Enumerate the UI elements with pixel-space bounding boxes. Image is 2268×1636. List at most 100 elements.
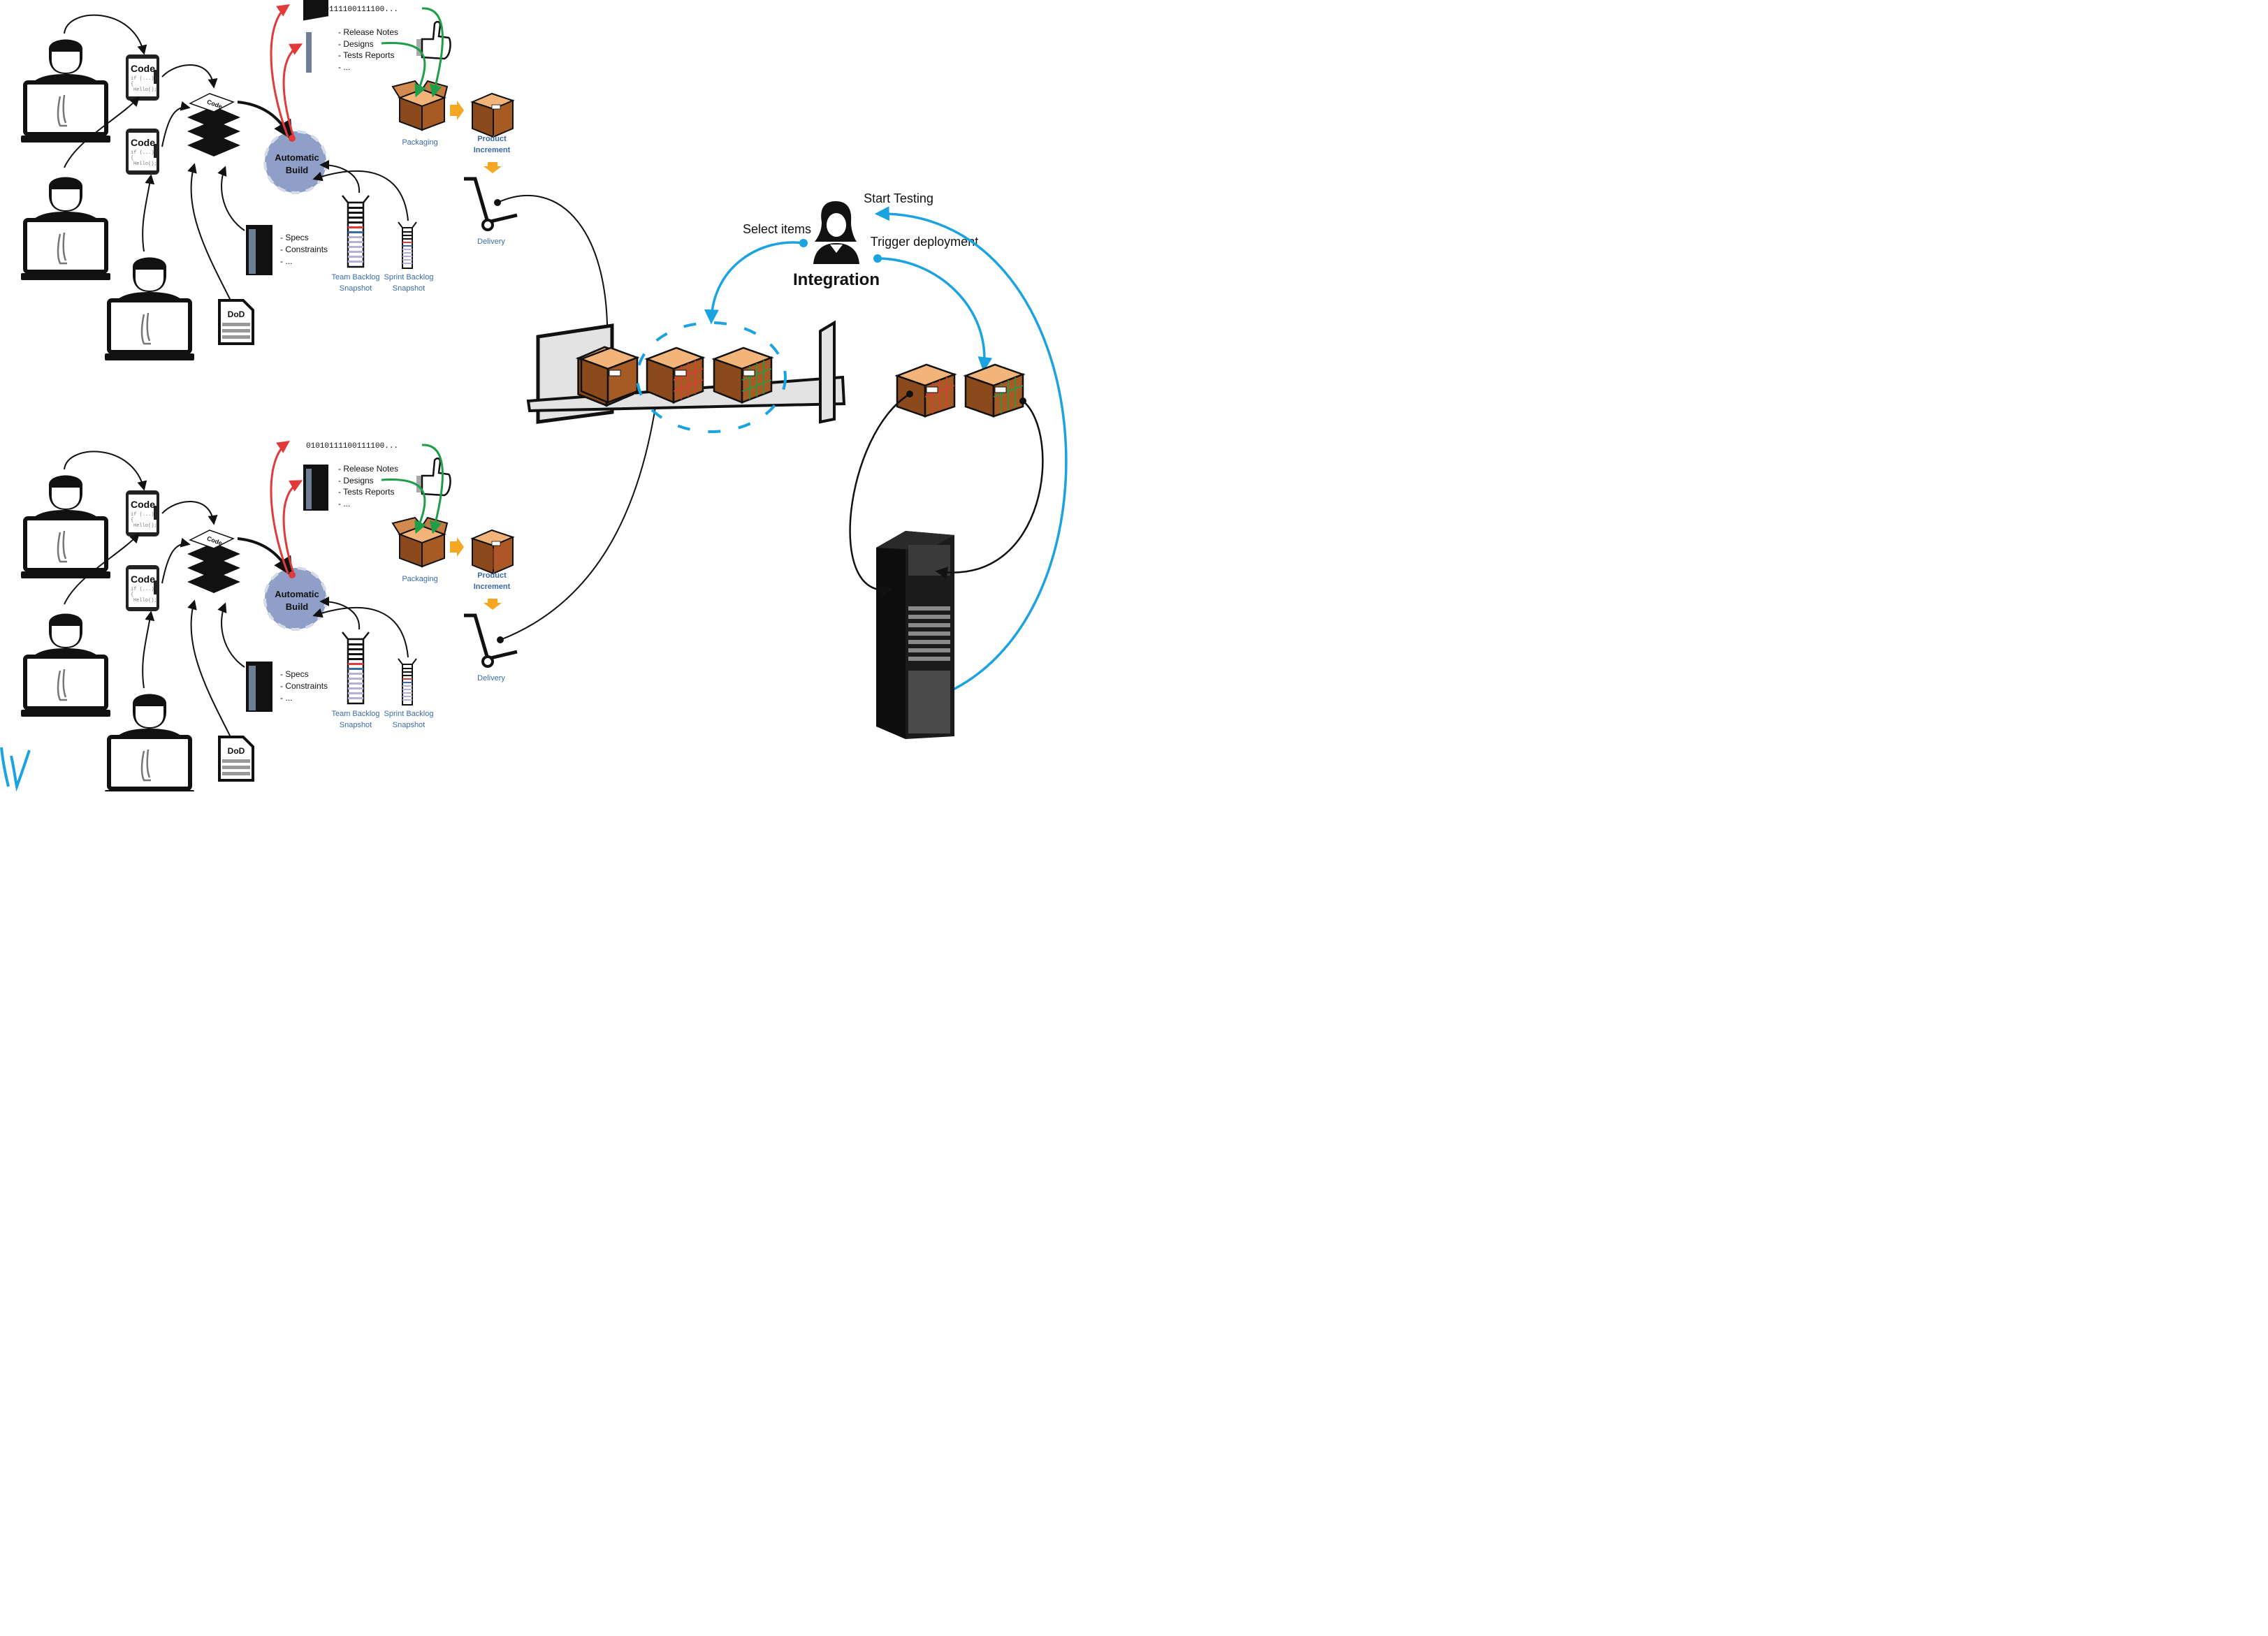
deployed-box-red [894,363,957,418]
release-output-arrows [270,3,303,138]
svg-text:{: { [131,592,133,598]
trigger-deployment-label: Trigger deployment [871,235,978,249]
docs-book-icon [303,0,328,73]
svg-text:{: { [131,156,133,161]
code-file-icon: Code if (...) { Hello(); [126,565,159,611]
docs-list-item: - Release Notes [338,27,398,37]
approval-arrows [381,7,444,98]
docs-list-item: - Tests Reports [338,487,394,497]
developer-laptop-icon [21,177,110,281]
integrator-person-icon [813,201,859,264]
svg-text:DoD: DoD [228,746,245,756]
svg-text:{: { [131,82,133,87]
svg-text:if (...): if (...) [131,587,154,592]
svg-text:{: { [131,518,133,523]
svg-text:Hello();: Hello(); [133,598,157,604]
team-backlog-caption: Team Backlog [331,273,379,282]
sprint-backlog-icon [398,658,417,706]
build-input-arrow [237,101,293,140]
svg-text:Hello();: Hello(); [133,161,157,167]
svg-text:Build: Build [286,601,309,612]
next-step-arrow-icon [450,537,464,557]
shelf-box-brown [579,346,640,404]
sprint-backlog-caption: Snapshot [393,721,425,729]
specs-list-item: - Constraints [280,681,328,691]
svg-text:if (...): if (...) [131,512,154,518]
team-backlog-icon [342,195,370,268]
open-box-icon [391,516,449,568]
team-backlog-caption: Snapshot [340,721,372,729]
svg-text:Code: Code [131,574,155,585]
server-rack-icon [876,531,954,739]
dod-document-icon: DoD [218,736,254,782]
docs-list-item: - Release Notes [338,464,398,474]
sprint-backlog-caption: Snapshot [393,284,425,293]
svg-text:Build: Build [286,165,309,175]
hand-truck-icon [464,177,518,231]
delivery-caption: Delivery [477,238,505,246]
shelf-box-green [711,346,774,404]
developer-laptop-icon [105,258,194,361]
integration-flow-arrows [704,206,1068,700]
team-backlog-caption: Team Backlog [331,710,379,718]
code-file-icon: Code if (...) { Hello(); [126,54,159,101]
deployment-loop-arrows [849,393,1044,597]
thumbs-up-icon [416,21,451,60]
build-input-arrow [237,537,293,577]
docs-book-icon [303,465,328,511]
specs-list-item: - Specs [280,233,309,242]
product-increment-caption: Product [477,571,507,580]
integration-title: Integration [793,270,880,289]
svg-text:Automatic: Automatic [275,589,319,599]
specs-list-item: - ... [280,693,292,703]
svg-text:Automatic: Automatic [275,152,319,163]
svg-text:Code: Code [131,137,155,148]
release-output-arrows [270,440,303,574]
team-backlog-icon [342,631,370,705]
product-increment-caption: Increment [474,583,511,591]
docs-list-item: - Tests Reports [338,50,394,60]
product-increment-box-icon [472,529,514,574]
next-step-arrow-icon [484,599,502,610]
sprint-backlog-icon [398,221,417,269]
approval-arrows [381,444,444,534]
product-increment-box-icon [472,93,514,138]
developer-laptop-icon [21,614,110,717]
developer-laptop-icon [21,40,110,143]
packaging-caption: Packaging [402,138,437,147]
docs-list-item: - Designs [338,476,374,485]
automatic-build-gear-icon: Automatic Build [263,130,328,194]
product-increment-caption: Increment [474,146,511,154]
delivery-caption: Delivery [477,674,505,682]
code-stack-icon: Code [187,529,240,593]
svg-text:Hello();: Hello(); [133,523,157,529]
developer-laptop-icon [21,476,110,579]
binary-output: 01010111100111100... [306,6,398,14]
next-step-arrow-icon [450,101,464,120]
svg-text:if (...): if (...) [131,150,154,156]
start-testing-label: Start Testing [864,191,933,205]
code-stack-icon: Code [187,93,240,156]
sprint-backlog-caption: Sprint Backlog [384,710,434,718]
specs-book-icon [246,662,272,712]
hand-truck-icon [464,613,518,668]
binary-output: 01010111100111100... [306,442,398,451]
thumbs-up-icon [416,458,451,497]
svg-text:Code: Code [131,499,155,510]
select-items-label: Select items [743,222,811,236]
selection-ring [636,321,787,433]
specs-book-icon [246,225,272,275]
product-increment-caption: Product [477,135,507,143]
specs-list-item: - ... [280,256,292,266]
developer-laptop-icon [105,694,194,792]
team-pipeline-a: Code if (...) { Hello(); Code if (...) {… [21,0,612,361]
automatic-build-gear-icon: Automatic Build [263,567,328,631]
packaging-caption: Packaging [402,575,437,583]
sprint-backlog-caption: Sprint Backlog [384,273,434,282]
team-backlog-caption: Snapshot [340,284,372,293]
deployed-box-green [963,363,1026,418]
team-b-flow-arrows [64,386,662,738]
svg-text:Hello();: Hello(); [133,87,157,93]
dod-document-icon: DoD [218,299,254,345]
logo-mark-icon [0,747,31,791]
